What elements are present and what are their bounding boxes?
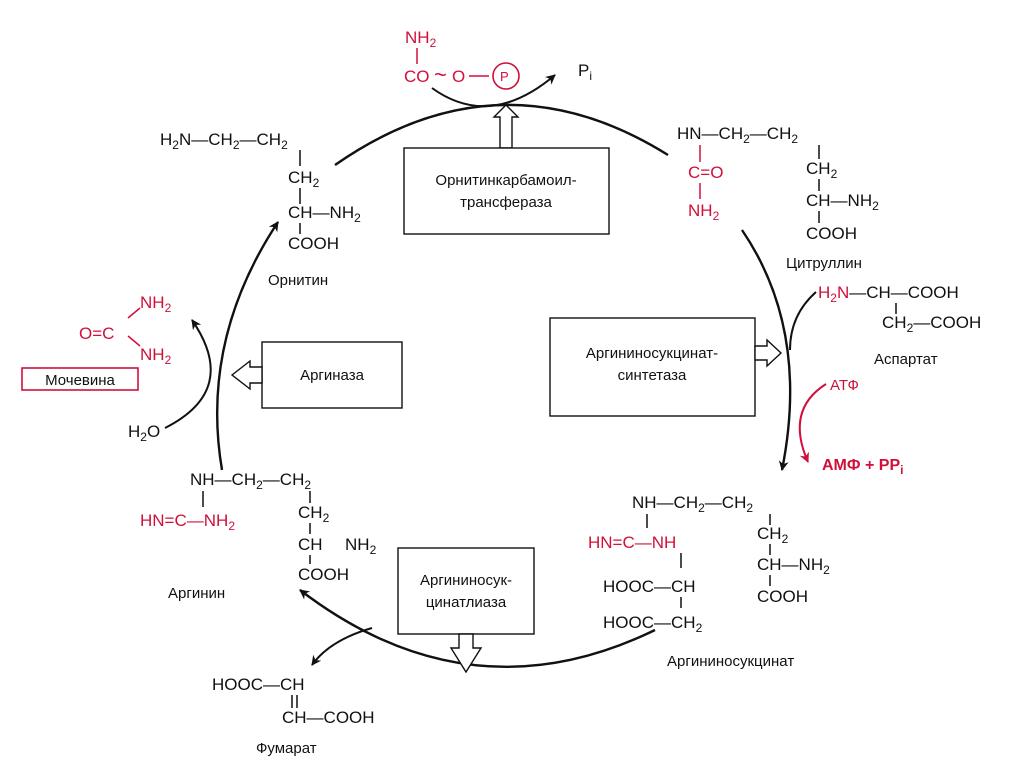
svg-text:CO: CO [404,67,430,86]
svg-text:CH—NH2: CH—NH2 [757,555,830,577]
water-label: H2O [128,422,160,444]
fumarate-output-arc [311,627,373,666]
svg-text:NH2: NH2 [345,535,377,557]
svg-text:NH2: NH2 [688,201,720,223]
svg-text:NH—CH2—CH2: NH—CH2—CH2 [190,470,311,492]
svg-text:C=O: C=O [688,163,723,182]
svg-text:NH2: NH2 [405,28,437,50]
svg-text:Аргининосукцинат-: Аргининосукцинат- [586,345,718,362]
svg-text:COOH: COOH [288,234,339,253]
aspartate-input-arc [789,291,817,351]
amp-ppi-label: АМФ + PPi [822,457,903,477]
svg-text:цинатлиаза: цинатлиаза [426,594,507,611]
fumarate-structure: HOOC—CH CH—COOH [212,675,375,727]
svg-text:O=C: O=C [79,324,114,343]
svg-text:Аргининосук-: Аргининосук- [420,572,512,589]
arc-citrulline-to-argininosuccinate [741,229,792,471]
citrulline-label: Цитруллин [786,255,862,272]
phosphate-circle [492,62,520,90]
urea-structure: NH2 O=C NH2 [79,293,172,367]
svg-text:O: O [452,67,465,86]
svg-text:CH—COOH: CH—COOH [282,708,375,727]
svg-text:CH2: CH2 [757,524,789,546]
svg-text:COOH: COOH [757,587,808,606]
svg-text:COOH: COOH [298,565,349,584]
svg-text:CH—NH2: CH—NH2 [288,203,361,225]
aspartate-label: Аспартат [874,351,938,368]
carbamoyl-input-arc [431,74,556,108]
ornithine-label: Орнитин [268,272,328,289]
svg-text:HOOC—CH2: HOOC—CH2 [603,613,703,635]
svg-text:трансфераза: трансфераза [460,194,552,211]
atp-arrow [798,383,827,463]
ornithine-structure: H2N—CH2—CH2 CH2 CH—NH2 COOH [160,130,361,253]
svg-text:H2N—CH—COOH: H2N—CH—COOH [818,283,959,305]
water-urea-arc [164,319,212,429]
urea-label-box [21,367,139,391]
svg-text:CH—NH2: CH—NH2 [806,191,879,213]
arc-arginine-to-ornithine [215,221,280,471]
svg-text:HN—CH2—CH2: HN—CH2—CH2 [677,124,798,146]
svg-text:~: ~ [434,62,447,87]
svg-text:NH—CH2—CH2: NH—CH2—CH2 [632,493,753,515]
arginine-structure: NH—CH2—CH2 HN=C—NH2 CH2 CH NH2 COOH [140,470,377,584]
citrulline-structure: HN—CH2—CH2 C=O NH2 CH2 CH—NH2 COOH [677,124,879,243]
fumarate-label: Фумарат [256,740,317,757]
argininosuccinate-structure: NH—CH2—CH2 HN=C—NH HOOC—CH HOOC—CH2 CH2 … [588,493,830,635]
svg-text:CH: CH [298,535,323,554]
enzyme-box-otc: Орнитинкарбамоил- трансфераза [403,104,610,235]
svg-text:синтетаза: синтетаза [618,367,687,384]
arc-argininosuccinate-to-arginine [299,589,656,668]
svg-text:NH2: NH2 [140,293,172,315]
svg-text:HOOC—CH: HOOC—CH [212,675,305,694]
svg-text:CH2: CH2 [806,159,838,181]
enzyme-box-ass: Аргининосукцинат- синтетаза [549,317,783,417]
svg-text:NH2: NH2 [140,345,172,367]
svg-text:Аргиназа: Аргиназа [300,367,365,384]
enzyme-box-arginase: Аргиназа [230,341,403,409]
svg-text:CH2: CH2 [298,503,330,525]
urea-label: Мочевина [45,372,115,389]
pi-label: Pi [578,61,592,83]
atp-label: АТФ [830,377,859,394]
svg-text:HOOC—CH: HOOC—CH [603,577,696,596]
argininosuccinate-label: Аргининосукцинат [667,653,794,670]
carbamoyl-phosphate: NH2 CO ~ O P [404,28,520,90]
svg-text:CH2: CH2 [288,168,320,190]
svg-text:CH2—COOH: CH2—COOH [882,313,981,335]
arginine-label: Аргинин [168,585,225,602]
svg-text:P: P [500,69,509,84]
svg-text:HN=C—NH2: HN=C—NH2 [140,511,235,533]
svg-text:HN=C—NH: HN=C—NH [588,533,676,552]
svg-text:COOH: COOH [806,224,857,243]
svg-text:H2N—CH2—CH2: H2N—CH2—CH2 [160,130,288,152]
aspartate-structure: H2N—CH—COOH CH2—COOH [818,283,981,335]
svg-text:Орнитинкарбамоил-: Орнитинкарбамоил- [435,172,576,189]
enzyme-box-asl: Аргининосук- цинатлиаза [397,547,535,674]
